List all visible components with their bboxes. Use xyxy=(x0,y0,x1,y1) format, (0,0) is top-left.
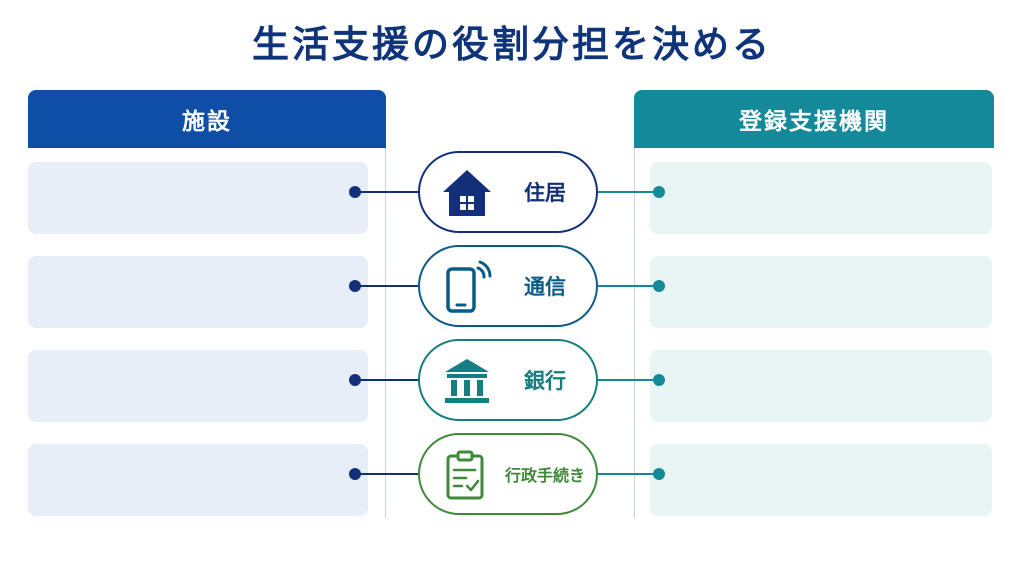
category-label-bank: 銀行 xyxy=(524,369,566,393)
facility-column-divider xyxy=(385,148,386,518)
facility-entry-box-procedures[interactable] xyxy=(28,444,368,516)
left-connector-dot-communication xyxy=(349,280,361,292)
facility-entry-box-bank[interactable] xyxy=(28,350,368,422)
category-label-communication: 通信 xyxy=(524,275,566,299)
left-connector-dot-housing xyxy=(349,186,361,198)
facility-entry-box-communication[interactable] xyxy=(28,256,368,328)
category-pill-bank[interactable]: 銀行 xyxy=(418,339,598,421)
left-connector-procedures xyxy=(356,473,420,475)
right-connector-housing xyxy=(596,191,660,193)
category-label-procedures: 行政手続き xyxy=(504,466,585,485)
right-connector-dot-bank xyxy=(653,374,665,386)
right-connector-dot-communication xyxy=(653,280,665,292)
agency-entry-box-bank[interactable] xyxy=(650,350,992,422)
right-connector-dot-housing xyxy=(653,186,665,198)
agency-entry-box-procedures[interactable] xyxy=(650,444,992,516)
left-connector-communication xyxy=(356,285,420,287)
agency-entry-box-communication[interactable] xyxy=(650,256,992,328)
left-connector-housing xyxy=(356,191,420,193)
clipboard-check-icon xyxy=(440,448,494,502)
category-pill-procedures[interactable]: 行政手続き xyxy=(418,433,598,515)
support-agency-column-header: 登録支援機関 xyxy=(634,90,994,148)
support-agency-column-label: 登録支援機関 xyxy=(739,109,889,135)
bank-icon xyxy=(440,354,494,408)
agency-entry-box-housing[interactable] xyxy=(650,162,992,234)
category-pill-housing[interactable]: 住居 xyxy=(418,151,598,233)
support-agency-column-divider xyxy=(634,148,635,518)
facility-column-header: 施設 xyxy=(28,90,386,148)
left-connector-dot-procedures xyxy=(349,468,361,480)
left-connector-bank xyxy=(356,379,420,381)
right-connector-communication xyxy=(596,285,660,287)
right-connector-dot-procedures xyxy=(653,468,665,480)
facility-column-label: 施設 xyxy=(182,109,232,135)
right-connector-bank xyxy=(596,379,660,381)
smartphone-icon xyxy=(440,260,494,314)
left-connector-dot-bank xyxy=(349,374,361,386)
right-connector-procedures xyxy=(596,473,660,475)
page-title: 生活支援の役割分担を決める xyxy=(252,23,772,66)
category-label-housing: 住居 xyxy=(524,181,566,205)
category-pill-communication[interactable]: 通信 xyxy=(418,245,598,327)
facility-entry-box-housing[interactable] xyxy=(28,162,368,234)
house-icon xyxy=(440,166,494,220)
